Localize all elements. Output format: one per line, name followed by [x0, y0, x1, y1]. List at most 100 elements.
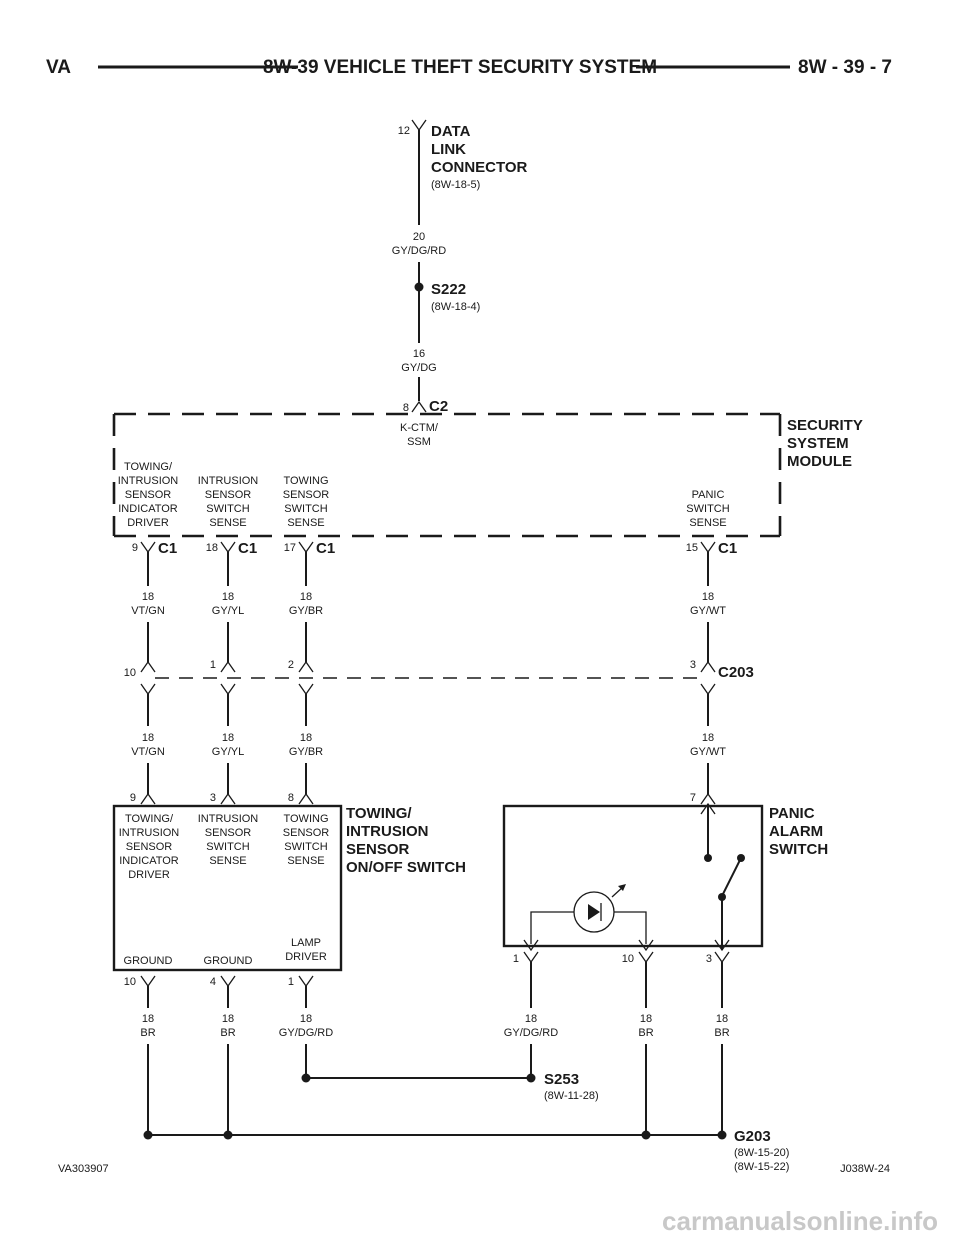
svg-text:GY/YL: GY/YL — [212, 746, 244, 758]
towing-switch-name-4: ON/OFF SWITCH — [346, 859, 466, 876]
svg-text:18: 18 — [525, 1013, 537, 1025]
svg-text:INTRUSION: INTRUSION — [119, 827, 180, 839]
towing-intrusion-switch: 9 3 8 TOWING/ INTRUSION SENSOR ON/OFF SW… — [112, 792, 466, 988]
svg-text:SENSOR: SENSOR — [205, 827, 252, 839]
svg-text:9: 9 — [132, 542, 138, 554]
g203-ref-2: (8W-15-22) — [734, 1161, 789, 1173]
connector-symbol — [638, 939, 654, 952]
svg-text:SENSOR: SENSOR — [283, 827, 330, 839]
c2-name: C2 — [429, 398, 448, 415]
connector-symbol — [523, 951, 539, 964]
svg-text:INTRUSION: INTRUSION — [198, 813, 259, 825]
connector-symbol — [140, 975, 156, 988]
splice-s222: S222 (8W-18-4) — [414, 281, 480, 313]
svg-text:SWITCH: SWITCH — [206, 841, 249, 853]
bottom-wire-2: 18 BR — [220, 986, 236, 1135]
bottom-wire-4: 18 GY/DG/RD — [504, 962, 558, 1078]
svg-text:18: 18 — [640, 1013, 652, 1025]
towing-switch-ground-2: GROUND — [204, 955, 253, 967]
panic-switch-box — [502, 804, 764, 948]
dlc-name-1: DATA — [431, 123, 471, 140]
watermark: carmanualsonline.info — [662, 1206, 938, 1236]
svg-text:TOWING/: TOWING/ — [124, 461, 173, 473]
page-header: VA 8W-39 VEHICLE THEFT SECURITY SYSTEM 8… — [46, 57, 892, 78]
connector-c1-pin17: 17 C1 — [284, 540, 335, 557]
s253-ref: (8W-11-28) — [544, 1090, 599, 1102]
svg-text:SENSOR: SENSOR — [205, 489, 252, 501]
connector-symbol — [140, 792, 156, 805]
page-number: 8W - 39 - 7 — [798, 57, 892, 78]
svg-text:DRIVER: DRIVER — [128, 869, 170, 881]
wire-dlc-gauge: 20 — [413, 231, 425, 243]
upper-wire-4: 18 GY/WT — [690, 552, 726, 662]
led-icon — [573, 891, 615, 933]
header-left: VA — [46, 57, 71, 78]
svg-text:18: 18 — [222, 1013, 234, 1025]
connector-symbol — [714, 951, 730, 964]
svg-text:18: 18 — [206, 542, 218, 554]
towing-switch-label-2: INTRUSION SENSOR SWITCH SENSE — [198, 813, 259, 867]
led-wire — [530, 911, 574, 944]
module-label-1: TOWING/ INTRUSION SENSOR INDICATOR DRIVE… — [118, 461, 179, 529]
svg-text:C1: C1 — [158, 540, 177, 557]
svg-text:GY/WT: GY/WT — [690, 605, 726, 617]
svg-text:15: 15 — [686, 542, 698, 554]
data-link-connector: 12 DATA LINK CONNECTOR (8W-18-5) — [398, 119, 528, 191]
svg-text:3: 3 — [210, 792, 216, 804]
dlc-name-2: LINK — [431, 141, 466, 158]
connector-symbol — [638, 951, 654, 964]
lower-wire-3: 18 GY/BR — [289, 694, 323, 794]
ground-dot — [143, 1130, 153, 1140]
svg-text:TOWING: TOWING — [283, 475, 328, 487]
svg-text:17: 17 — [284, 542, 296, 554]
s253-name: S253 — [544, 1071, 579, 1088]
switch-blade — [721, 857, 742, 897]
svg-text:SENSE: SENSE — [689, 517, 726, 529]
connector-c1-pin15: 15 C1 — [686, 540, 737, 557]
svg-text:BR: BR — [140, 1027, 155, 1039]
svg-text:SENSE: SENSE — [209, 855, 246, 867]
svg-text:VT/GN: VT/GN — [131, 746, 165, 758]
connector-symbol — [411, 119, 427, 132]
svg-text:18: 18 — [222, 591, 234, 603]
svg-text:TOWING: TOWING — [283, 813, 328, 825]
footer-right: J038W-24 — [840, 1163, 890, 1175]
connector-symbol — [220, 792, 236, 805]
connector-symbol — [220, 541, 236, 554]
connector-c203: 10 1 2 3 C203 — [124, 659, 754, 696]
bottom-wire-1: 18 BR — [140, 986, 156, 1135]
connector-symbol — [220, 975, 236, 988]
svg-text:DRIVER: DRIVER — [127, 517, 169, 529]
svg-text:18: 18 — [716, 1013, 728, 1025]
svg-text:18: 18 — [300, 591, 312, 603]
security-system-module: SECURITY SYSTEM MODULE TOWING/ INTRUSION… — [112, 412, 863, 538]
connector-symbol — [700, 792, 716, 805]
svg-text:SWITCH: SWITCH — [206, 503, 249, 515]
connector-c2: 8 C2 K-CTM/ SSM — [400, 398, 448, 448]
switch-contact-dot — [704, 854, 712, 862]
ground-g203: G203 (8W-15-20) (8W-15-22) — [143, 1128, 789, 1173]
switch-box — [112, 804, 343, 972]
svg-text:SENSE: SENSE — [209, 517, 246, 529]
svg-text:SENSE: SENSE — [287, 855, 324, 867]
wire-c2-gauge: 16 — [413, 348, 425, 360]
towing-switch-name-2: INTRUSION — [346, 823, 429, 840]
c2-label-2: SSM — [407, 436, 431, 448]
svg-text:3: 3 — [706, 953, 712, 965]
svg-text:SWITCH: SWITCH — [284, 503, 327, 515]
svg-text:GY/DG/RD: GY/DG/RD — [504, 1027, 558, 1039]
page-title: 8W-39 VEHICLE THEFT SECURITY SYSTEM — [263, 57, 657, 78]
svg-text:BR: BR — [714, 1027, 729, 1039]
c2-pin: 8 — [403, 402, 409, 414]
towing-switch-label-1: TOWING/ INTRUSION SENSOR INDICATOR DRIVE… — [119, 813, 180, 881]
upper-wire-2: 18 GY/YL — [212, 552, 244, 662]
svg-text:SWITCH: SWITCH — [686, 503, 729, 515]
towing-switch-lamp-1: LAMP — [291, 937, 321, 949]
connector-c1-pin9: 9 C1 — [132, 540, 177, 557]
svg-text:1: 1 — [288, 976, 294, 988]
diode-triangle — [588, 904, 600, 920]
panic-switch-name-3: SWITCH — [769, 841, 828, 858]
dlc-name-3: CONNECTOR — [431, 159, 528, 176]
towing-switch-label-3: TOWING SENSOR SWITCH SENSE — [283, 813, 330, 867]
